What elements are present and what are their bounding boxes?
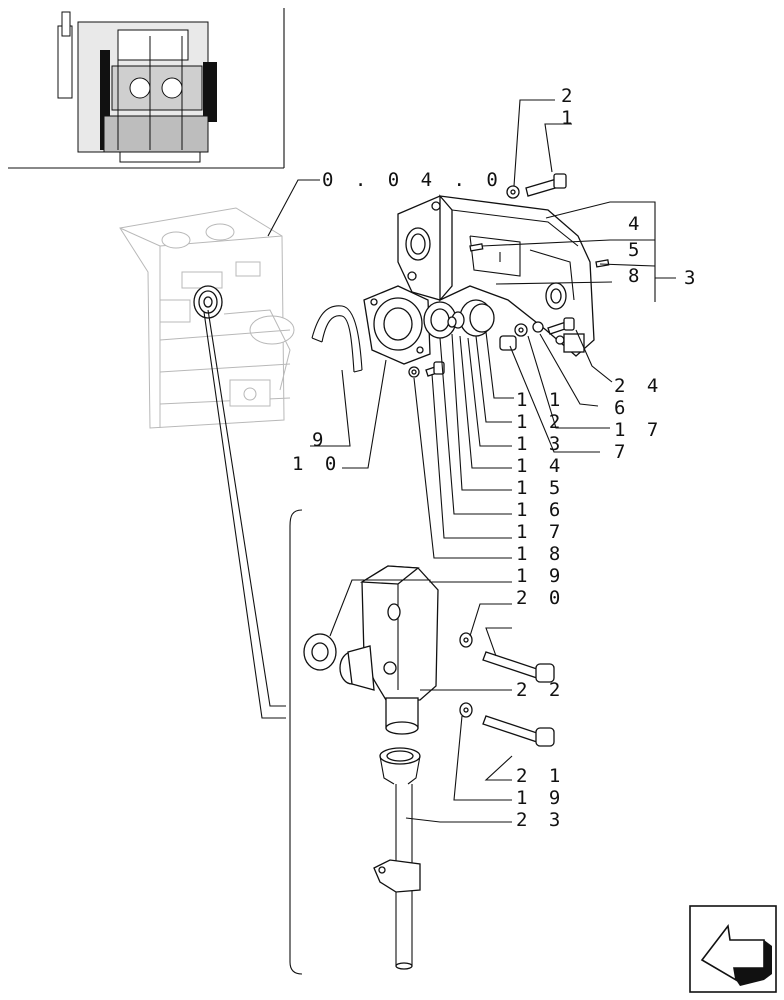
callout-label: 1 4 [516,455,565,477]
callout-label: 1 9 [516,787,565,809]
callout-label: 6 [614,397,630,419]
timing-cover-housing [397,194,610,357]
callout-label: 7 [614,441,630,463]
leader-lines [203,99,676,823]
callout-label: 2 0 [516,587,565,609]
callout-label: 1 7 [614,419,663,441]
elbow-bolt-upper [482,651,555,683]
callout-label: 3 [684,267,700,289]
callout-label: 1 3 [516,433,565,455]
callout-label: 4 [628,213,644,235]
top-washer [506,185,520,199]
elbow-washer-lower [459,702,473,718]
callout-label: 2 4 [614,375,663,397]
callout-label: 1 1 [516,389,565,411]
engine-thumbnail-icon [8,8,285,169]
callout-label: 2 1 [516,765,565,787]
callout-label: 1 8 [516,543,565,565]
reference-label: 0 . 0 4 . 0 [322,169,503,191]
callout-label: 8 [628,265,644,287]
dipstick-tube [373,747,421,970]
callout-label: 9 [312,429,328,451]
callout-label: 1 2 [516,411,565,433]
callout-label: 2 2 [516,679,565,701]
top-bolt [525,173,567,197]
elbow-bolt-lower [482,715,555,747]
valve-assembly [447,299,495,337]
callout-label: 1 5 [516,477,565,499]
callout-label: 1 6 [516,499,565,521]
plug-parts [514,317,575,337]
callout-label: 1 9 [516,565,565,587]
small-cap [499,335,517,351]
assembly-bracket [289,509,303,975]
callout-label: 1 7 [516,521,565,543]
elbow-o-ring [303,633,337,671]
callout-labels: 0 . 0 4 . 0 2 1 4 5 8 3 2 4 6 1 7 7 1 1 … [292,85,700,831]
flange-adapter [363,285,431,365]
engine-block-outline [119,207,295,429]
callout-label: 1 [561,107,577,129]
flange-bolt [408,361,445,378]
next-page-arrow-icon[interactable] [689,905,777,993]
block-oil-socket [193,285,223,319]
elbow-spout [385,697,419,735]
callout-label: 1 0 [292,453,341,475]
elbow-washer-upper [459,632,473,648]
bent-tube [311,305,363,373]
callout-label: 2 3 [516,809,565,831]
callout-label: 2 [561,85,577,107]
filler-elbow-body [339,565,439,701]
callout-label: 5 [628,239,644,261]
